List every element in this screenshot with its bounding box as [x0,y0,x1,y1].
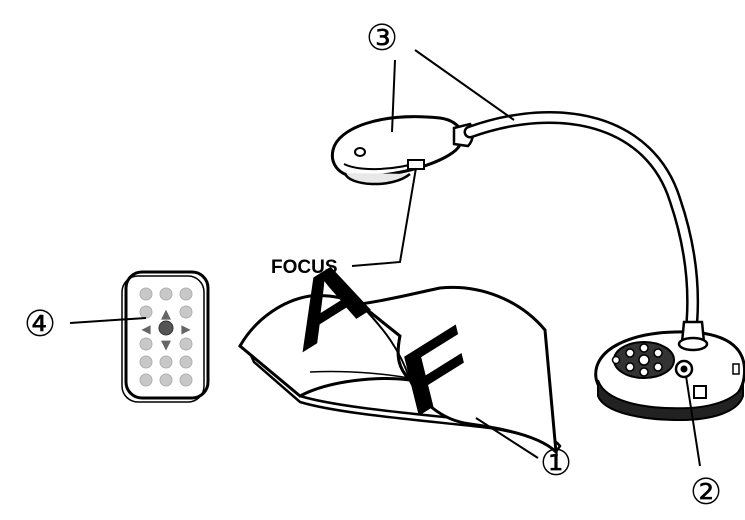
callout-3: ③ [366,18,398,59]
gooseneck-arm [463,110,700,327]
leader-line-4 [69,317,147,324]
leader-line-3a [391,59,396,133]
callout-2: ② [690,472,722,513]
leader-line-focus [351,167,417,267]
camera-base [594,320,745,422]
leader-line-3b [414,49,515,121]
leader-line-2 [685,375,701,467]
leader-line-1 [475,417,539,459]
remote-arrow-left: ◀ [141,322,151,336]
remote-control: ▲ ▼ ◀ ▶ [121,270,210,403]
remote-center-button [158,320,174,336]
camera-head [330,115,474,186]
callout-1: ① [540,443,572,484]
remote-arrow-right: ▶ [181,322,191,336]
remote-arrow-up: ▲ [161,307,171,322]
focus-label: FOCUS [271,257,338,278]
led-indicator [354,147,366,157]
callout-4: ④ [24,304,56,345]
focus-button [407,159,425,170]
remote-buttons [139,287,193,387]
leader-lines [69,49,701,467]
remote-arrow-down: ▼ [161,338,171,353]
side-port [693,385,707,399]
